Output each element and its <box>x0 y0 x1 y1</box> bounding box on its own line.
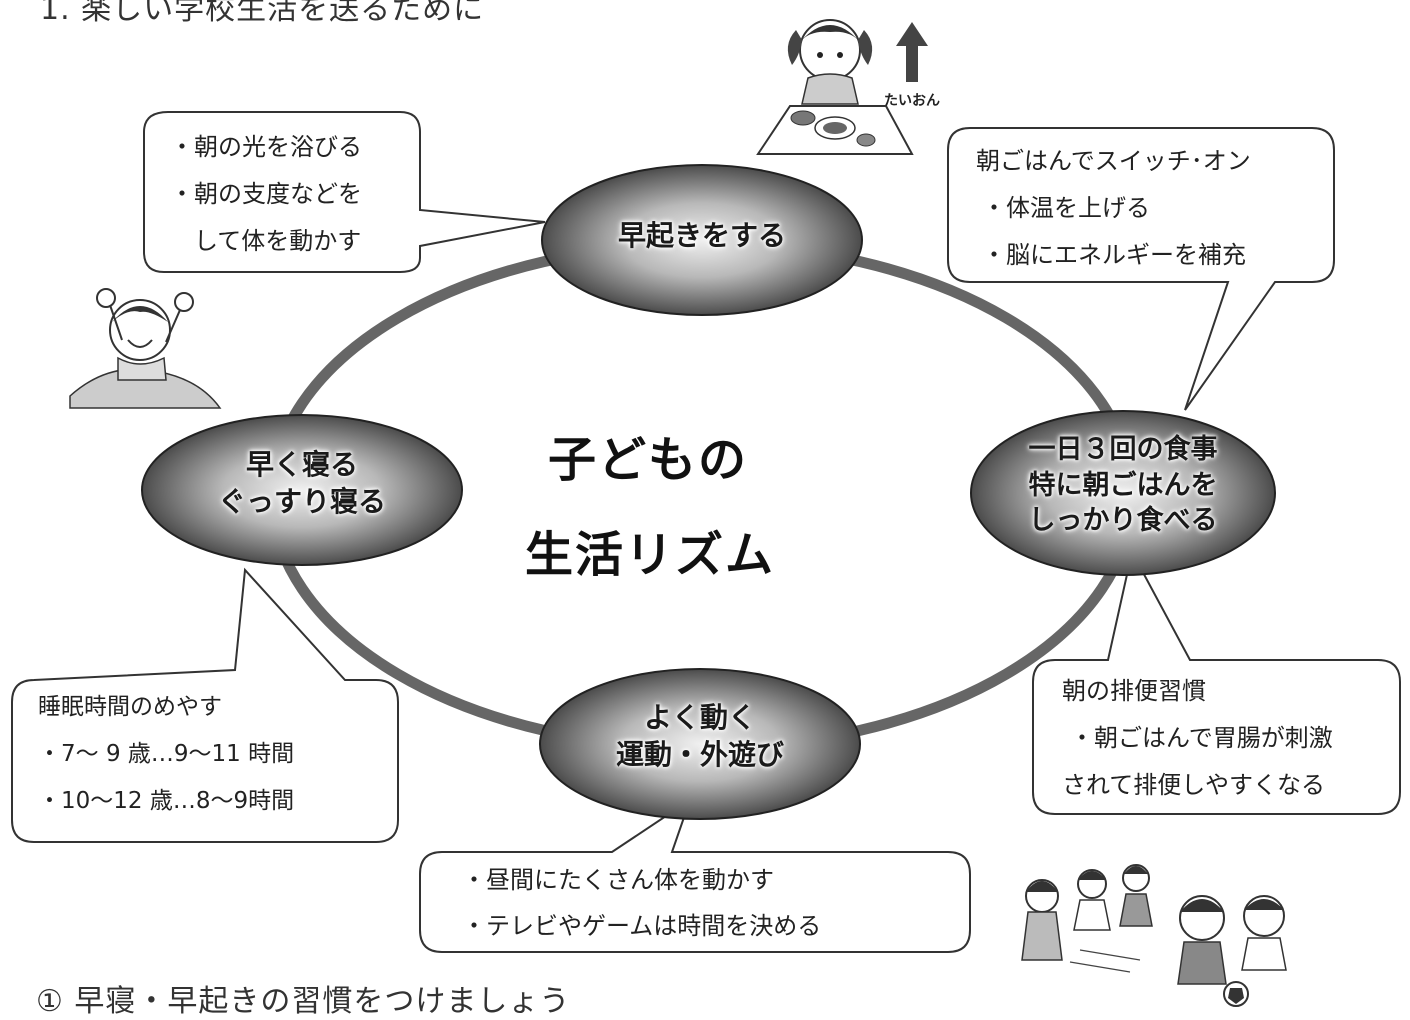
page-title: 1. 楽しい学校生活を送るために <box>40 0 485 27</box>
callout-top-left-item: ・朝の光を浴びる <box>170 133 362 161</box>
center-title-line2: 生活リズム <box>524 527 775 583</box>
girl-eating-breakfast-icon <box>756 19 914 155</box>
callout-bottom-left-heading: 睡眠時間のめやす <box>38 694 222 720</box>
node-top-line1: 早起きをする <box>617 219 786 252</box>
node-bottom-label: よく動く 運動・外遊び <box>560 700 840 774</box>
callout-top-left-text: ・朝の光を浴びる ・朝の支度などを して体を動かす <box>170 124 362 264</box>
node-left-line1: 早く寝る <box>245 448 358 481</box>
callout-bottom-center-text: ・昼間にたくさん体を動かす ・テレビやゲームは時間を決める <box>462 858 821 949</box>
node-right-line2: 特に朝ごはんを <box>1028 469 1218 501</box>
children-playing-icon <box>1021 864 1287 1007</box>
up-arrow-icon <box>896 22 928 82</box>
callout-top-right-item: ・脳にエネルギーを補充 <box>982 240 1246 269</box>
node-right-line1: 一日３回の食事 <box>1028 434 1218 465</box>
node-right-ellipse <box>970 410 1276 576</box>
section-heading: ① 早寝・早起きの習慣をつけましょう <box>36 984 571 1019</box>
node-right-line3: しっかり食べる <box>1028 505 1218 537</box>
node-bottom-line2: 運動・外遊び <box>615 737 784 771</box>
callout-bottom-right-item: ・朝ごはんで胃腸が刺激 <box>1070 723 1333 752</box>
callout-top-right-item: ・体温を上げる <box>982 193 1150 222</box>
callout-bubble-bottom-center <box>419 797 971 953</box>
node-bottom-ellipse <box>539 668 861 820</box>
node-left-line2: ぐっすり寝る <box>217 484 386 518</box>
callout-bottom-right-text: 朝の排便習慣 ・朝ごはんで胃腸が刺激 されて排便しやすくなる <box>1062 668 1333 808</box>
center-title-line1: 子どもの <box>548 432 749 488</box>
node-top-ellipse <box>541 164 863 316</box>
callout-bubble-bottom-left <box>11 567 399 843</box>
node-top-label: 早起きをする <box>562 218 842 255</box>
callout-top-right-heading: 朝ごはんでスイッチ･オン <box>976 147 1251 175</box>
callout-bottom-center-item: ・昼間にたくさん体を動かす <box>462 866 774 894</box>
callout-bottom-left-item: ・10～12 歳…8～9時間 <box>38 788 295 815</box>
node-left-label: 早く寝る ぐっすり寝る <box>162 447 442 521</box>
callout-bottom-left-item: ・7～ 9 歳…9～11 時間 <box>38 741 295 768</box>
callout-bottom-right-item: されて排便しやすくなる <box>1062 770 1326 799</box>
node-bottom-line1: よく動く <box>643 701 756 734</box>
temperature-label: たいおん <box>884 93 940 109</box>
node-right-label: 一日３回の食事 特に朝ごはんを しっかり食べる <box>988 432 1258 539</box>
node-left-ellipse <box>141 414 463 566</box>
callout-top-left-item: ・朝の支度などを <box>170 179 362 208</box>
callout-bubble-top-left <box>143 111 546 273</box>
callout-bubble-top-right <box>947 127 1335 411</box>
callout-top-right-text: 朝ごはんでスイッチ･オン ・体温を上げる ・脳にエネルギーを補充 <box>976 138 1251 278</box>
callout-bubble-bottom-right <box>1032 549 1401 815</box>
callout-bottom-left-text: 睡眠時間のめやす ・7～ 9 歳…9～11 時間 ・10～12 歳…8～9時間 <box>38 684 294 825</box>
callout-bottom-right-heading: 朝の排便習慣 <box>1062 677 1206 705</box>
callout-bottom-center-item: ・テレビやゲームは時間を決める <box>462 911 822 940</box>
callout-top-left-item: して体を動かす <box>170 226 362 255</box>
boy-waking-up-icon <box>69 288 222 409</box>
